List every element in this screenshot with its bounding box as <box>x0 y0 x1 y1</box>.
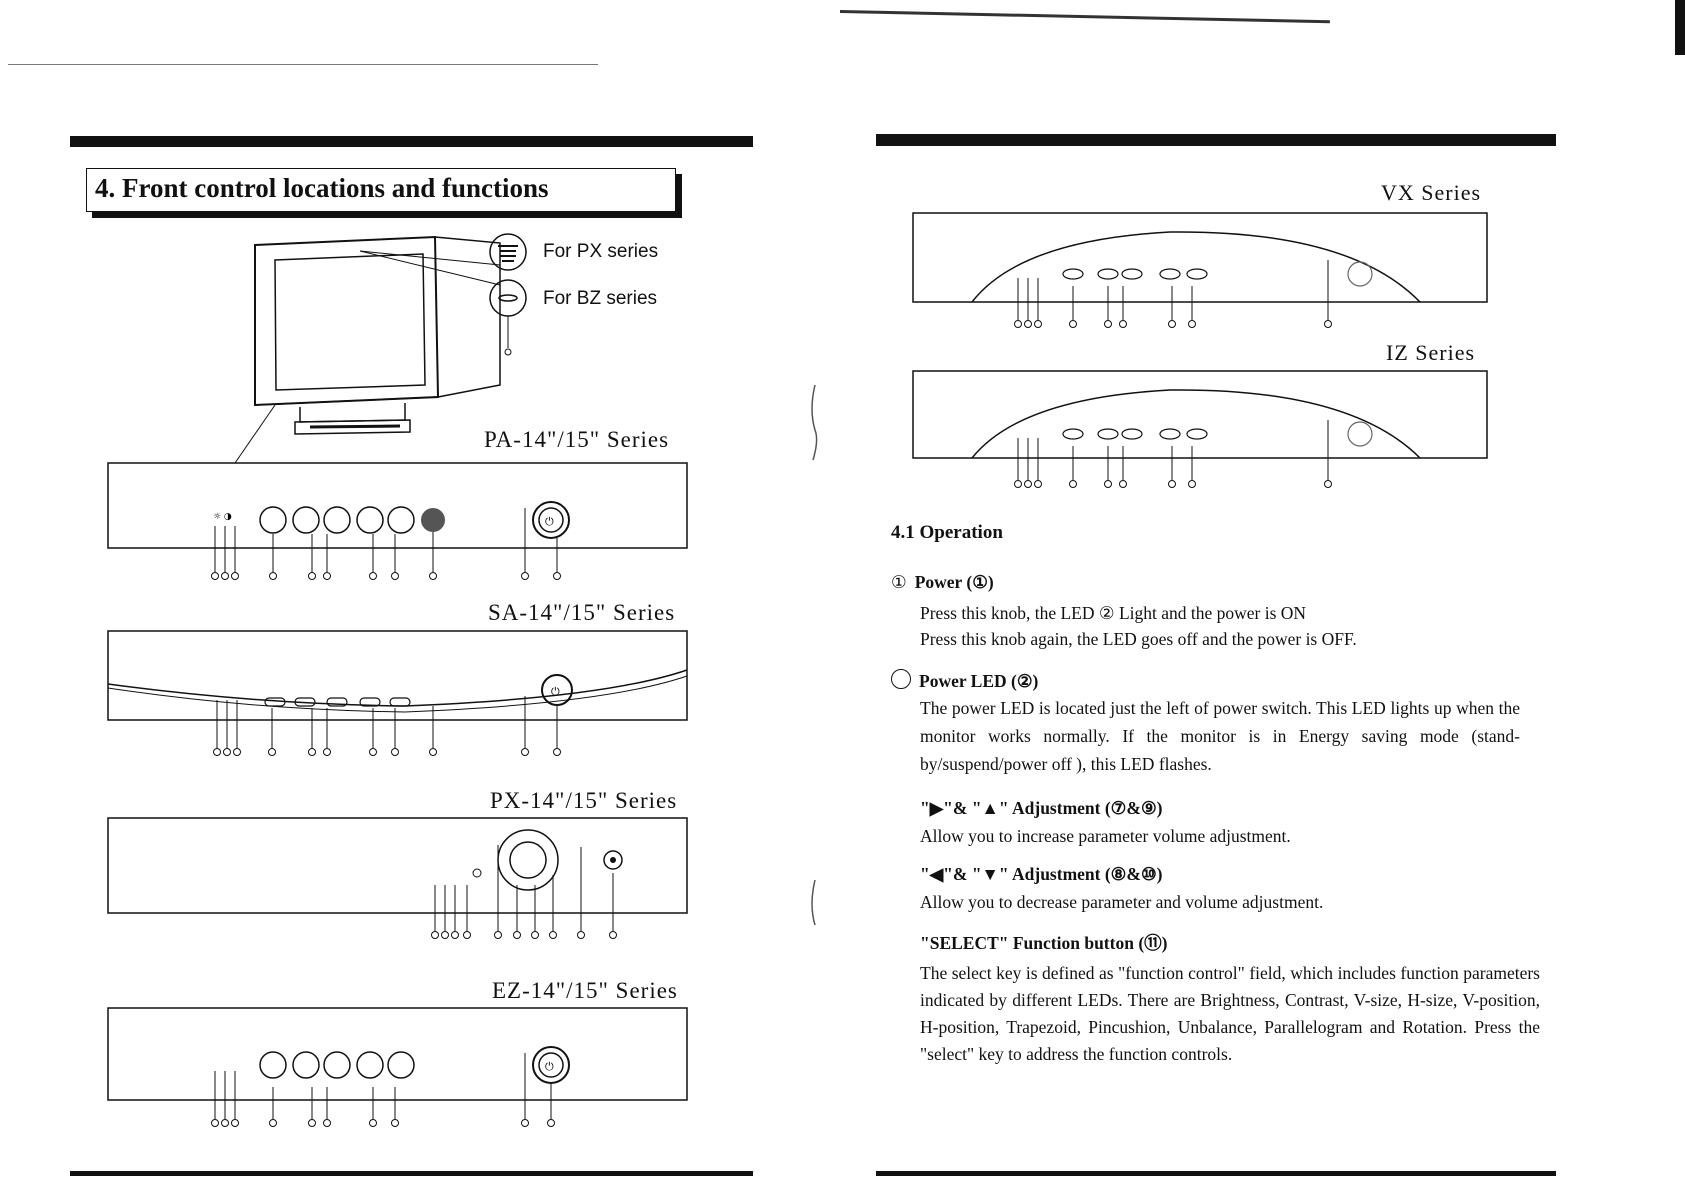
section-heading: 4. Front control locations and functions <box>95 173 549 203</box>
bottom-rule-left <box>70 1171 753 1176</box>
ez-series-panel: ⏻ <box>107 1007 688 1127</box>
iz-series-label: IZ Series <box>1386 340 1476 365</box>
power-led-text: The power LED is located just the left o… <box>920 698 1520 774</box>
increase-text: Allow you to increase parameter volume a… <box>920 826 1291 846</box>
px-series-label: PX-14"/15" Series <box>490 788 678 813</box>
vx-series-label: VX Series <box>1381 180 1482 205</box>
decrease-text: Allow you to decrease parameter and volu… <box>920 892 1324 912</box>
binding-marks <box>811 384 818 926</box>
section-heading-box: 4. Front control locations and functions <box>86 168 676 212</box>
top-rule-left <box>70 136 753 147</box>
scan-edge-line <box>8 64 598 65</box>
ez-series-label: EZ-14"/15" Series <box>492 978 678 1003</box>
increase-heading: "▶"& "▲" Adjustment (⑦&⑨) <box>920 798 1163 818</box>
power-led-heading: Power LED (②) <box>891 668 1038 694</box>
power-led-title: Power LED (②) <box>919 671 1039 691</box>
select-text: The select key is defined as "function c… <box>920 963 1540 1064</box>
pa-series-panel: ⏻ ☼ ◑ <box>107 462 688 580</box>
svg-text:⏻: ⏻ <box>551 685 560 698</box>
power-heading: ① Power (①) <box>891 569 994 595</box>
px-knob-icon <box>489 233 527 271</box>
scan-top-edge <box>839 10 1330 24</box>
svg-text:☼ ◑: ☼ ◑ <box>213 512 232 522</box>
sa-series-label: SA-14"/15" Series <box>488 600 676 625</box>
px-series-panel <box>107 817 688 939</box>
decrease-heading: "◀"& "▼" Adjustment (⑧&⑩) <box>920 864 1163 884</box>
power-line-2: Press this knob again, the LED goes off … <box>920 629 1357 649</box>
power-title: Power (①) <box>914 572 994 592</box>
sa-series-panel: ⏻ <box>107 630 688 756</box>
power-marker: ① <box>891 572 907 592</box>
bz-series-callout: For BZ series <box>543 288 658 309</box>
scan-right-edge <box>1675 0 1685 55</box>
power-line-1: Press this knob, the LED ② Light and the… <box>920 603 1307 623</box>
operation-heading: 4.1 Operation <box>891 522 1003 543</box>
svg-text:⏻: ⏻ <box>545 515 554 528</box>
power-led-marker <box>891 669 911 689</box>
iz-series-panel <box>912 370 1488 488</box>
monitor-illustration <box>234 235 501 464</box>
px-series-callout: For PX series <box>543 241 659 262</box>
bz-knob-icon <box>489 279 527 356</box>
select-heading: "SELECT" Function button (⑪) <box>920 933 1168 953</box>
pa-series-label: PA-14"/15" Series <box>484 427 670 452</box>
svg-text:⏻: ⏻ <box>545 1060 554 1073</box>
vx-series-panel <box>912 212 1488 328</box>
bottom-rule-right <box>876 1171 1556 1176</box>
top-rule-right <box>876 134 1556 146</box>
